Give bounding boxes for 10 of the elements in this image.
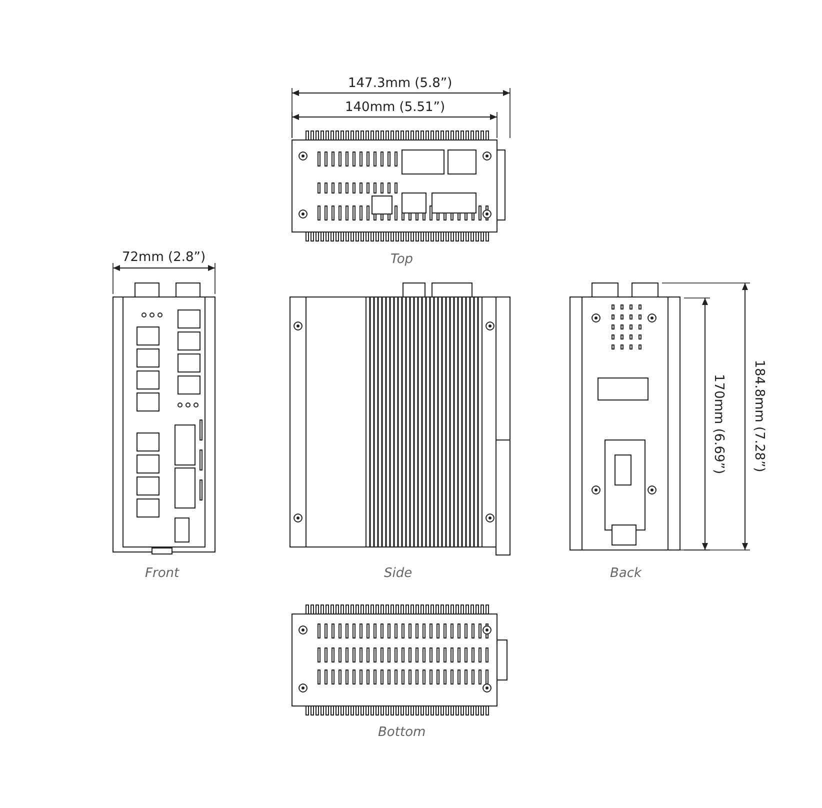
dimension-label: 72mm (2.8”) bbox=[122, 250, 206, 266]
dimension-label: 184.8mm (7.28”) bbox=[750, 360, 766, 472]
dimension-label: 170mm (6.69”) bbox=[710, 374, 726, 474]
view-caption: Side bbox=[384, 566, 412, 582]
dimension-label: 147.3mm (5.8”) bbox=[348, 76, 452, 92]
dimension-label: 140mm (5.51”) bbox=[345, 100, 446, 116]
view-caption: Bottom bbox=[378, 725, 426, 741]
view-caption: Top bbox=[390, 252, 414, 268]
view-caption: Back bbox=[610, 566, 642, 582]
view-caption: Front bbox=[145, 566, 180, 582]
